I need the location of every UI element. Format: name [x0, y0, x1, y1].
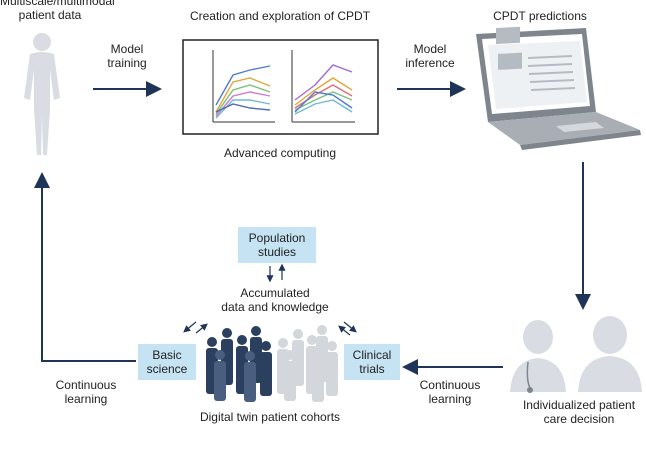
cpdt-predictions-title: CPDT predictions [493, 9, 587, 23]
left-continuous-learning: Continuous learning [55, 378, 117, 406]
cohorts-label: Digital twin patient cohorts [199, 410, 341, 424]
laptop-icon [476, 26, 641, 150]
patient-icon [578, 316, 642, 392]
creation-title: Creation and exploration of CPDT [189, 9, 371, 23]
basic-science-box: Basic science [138, 344, 196, 380]
model-inference-label: Model inference [405, 42, 455, 70]
doctor-icon [510, 320, 566, 393]
advanced-computing-caption: Advanced computing [223, 146, 337, 160]
cpdt-chart-panel [182, 39, 379, 135]
patient-data-label: Multiscale/multimodal patient data [0, 0, 115, 22]
accumulated-knowledge-label: Accumulated data and knowledge [221, 286, 329, 314]
arrow-left-loop [34, 172, 136, 362]
clinical-trials-box: Clinical trials [344, 344, 400, 380]
human-figure-icon [24, 33, 60, 155]
model-training-label: Model training [107, 42, 147, 70]
crowd-icon [206, 325, 338, 402]
right-continuous-learning: Continuous learning [419, 378, 481, 406]
population-studies-box: Population studies [238, 227, 316, 263]
decision-label: Individualized patient care decision [522, 398, 636, 426]
